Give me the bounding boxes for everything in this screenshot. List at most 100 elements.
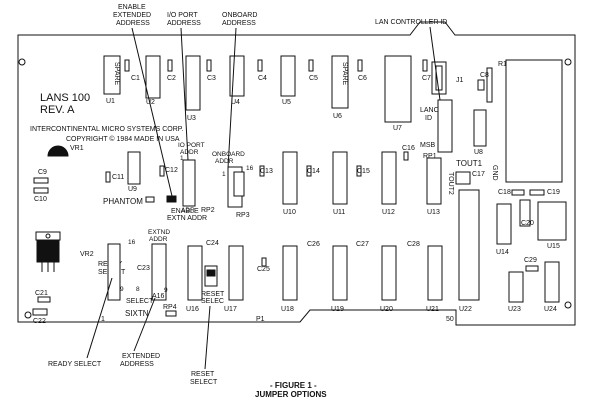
chip-u16 bbox=[187, 245, 203, 301]
board-title-line2: REV. A bbox=[40, 104, 75, 116]
chip-u21 bbox=[427, 245, 443, 301]
chip-u19 bbox=[332, 245, 348, 301]
extnd-label: EXTND bbox=[148, 229, 170, 236]
callout-extended-address: EXTENDED bbox=[122, 353, 160, 360]
callout-io-port-address: I/O PORT bbox=[167, 12, 198, 19]
cap-c7 bbox=[422, 59, 428, 72]
label-rp1: RP1 bbox=[423, 153, 437, 160]
leader-line bbox=[86, 277, 113, 359]
regulator-vr2-body bbox=[36, 239, 60, 263]
enable-label: ENABLE bbox=[171, 208, 199, 215]
rp4-pack bbox=[165, 310, 177, 317]
tout-jumper[interactable] bbox=[455, 171, 471, 185]
callout-enable-extended-address: EXTENDED bbox=[113, 12, 151, 19]
cap-c12 bbox=[159, 165, 165, 177]
mounting-hole bbox=[18, 58, 26, 66]
cap-c4 bbox=[257, 59, 263, 72]
label-u9: U9 bbox=[128, 186, 137, 193]
io-addr-label: ADDR bbox=[180, 149, 199, 156]
edge-pin-50: 50 bbox=[446, 316, 454, 323]
reset-label: RESET bbox=[201, 291, 225, 298]
chip-u17 bbox=[228, 245, 244, 301]
chip-u3 bbox=[185, 55, 201, 111]
lan-controller-id-switch[interactable] bbox=[437, 99, 453, 153]
chip-u14 bbox=[496, 203, 512, 245]
label-c5: C5 bbox=[309, 75, 318, 82]
cap-c16 bbox=[403, 151, 409, 161]
label-c14: C14 bbox=[307, 168, 320, 175]
a16-label: A16 bbox=[152, 293, 165, 300]
chip-u7 bbox=[384, 55, 412, 123]
label-u24: U24 bbox=[544, 306, 557, 313]
cap-c5 bbox=[308, 59, 314, 72]
cap-c13 bbox=[259, 165, 265, 177]
label-c24: C24 bbox=[206, 240, 219, 247]
chip-u18 bbox=[282, 245, 298, 301]
chip-u1 bbox=[103, 55, 121, 95]
figure-subtitle: JUMPER OPTIONS bbox=[255, 390, 327, 399]
cap-c18 bbox=[511, 189, 525, 196]
label-c1: C1 bbox=[131, 75, 140, 82]
cap-c10 bbox=[33, 187, 49, 194]
reset-select-jumper[interactable] bbox=[204, 265, 218, 287]
sixtn-label: SIXTN bbox=[125, 309, 149, 318]
cap-c19 bbox=[529, 189, 545, 196]
lanc-label: LANC bbox=[420, 107, 439, 114]
id-label: ID bbox=[425, 115, 432, 122]
label-c17: C17 bbox=[472, 171, 485, 178]
phantom-label: PHANTOM bbox=[103, 197, 143, 206]
label-c16: C16 bbox=[402, 145, 415, 152]
board-outline bbox=[17, 21, 576, 326]
label-c2: C2 bbox=[167, 75, 176, 82]
label-c18: C18 bbox=[498, 189, 511, 196]
leader-line bbox=[429, 26, 441, 101]
chip-u10 bbox=[282, 151, 298, 205]
label-u12: U12 bbox=[382, 209, 395, 216]
label-u22: U22 bbox=[459, 306, 472, 313]
callout-onboard-address: ONBOARD bbox=[222, 12, 257, 19]
addr-label: ADDR bbox=[149, 236, 168, 243]
callout-enable-extended-address: ADDRESS bbox=[116, 20, 150, 27]
regulator-vr2-tab bbox=[35, 231, 61, 241]
ready-select-jumper[interactable] bbox=[107, 243, 121, 301]
label-j1: J1 bbox=[456, 77, 464, 84]
board-title-line1: LANS 100 bbox=[40, 92, 90, 104]
label-u3: U3 bbox=[187, 115, 196, 122]
regulator-vr1 bbox=[47, 145, 69, 157]
callout-ready-select: READY SELECT bbox=[48, 361, 102, 368]
adr-label: ADR bbox=[181, 207, 195, 214]
cap-c6 bbox=[357, 59, 363, 72]
callout-extended-address: ADDRESS bbox=[120, 361, 154, 368]
pin-label: 1 bbox=[180, 155, 184, 162]
cap-c8 bbox=[477, 79, 485, 91]
enable-extended-address-jumper[interactable] bbox=[166, 195, 177, 203]
cap-c1 bbox=[124, 59, 130, 72]
label-u5: U5 bbox=[282, 99, 291, 106]
label-u18: U18 bbox=[281, 306, 294, 313]
cap-c15 bbox=[356, 165, 362, 177]
extended-address-switch[interactable] bbox=[151, 243, 167, 301]
label-c26: C26 bbox=[307, 241, 320, 248]
leader-line bbox=[133, 297, 156, 352]
label-c21: C21 bbox=[35, 290, 48, 297]
label-u10: U10 bbox=[283, 209, 296, 216]
resistor-r1 bbox=[486, 67, 493, 103]
chip-u11 bbox=[332, 151, 348, 205]
chip-u13 bbox=[426, 157, 442, 205]
label-u1: U1 bbox=[106, 98, 115, 105]
leader-line bbox=[204, 305, 211, 370]
label-u15: U15 bbox=[547, 243, 560, 250]
pin-label: 1 bbox=[222, 171, 226, 178]
label-u4: U4 bbox=[231, 99, 240, 106]
label-rp2: RP2 bbox=[201, 207, 215, 214]
io-port-address-switch[interactable] bbox=[182, 159, 196, 207]
phantom-jumper[interactable] bbox=[145, 196, 155, 203]
board-copyright: COPYRIGHT © 1984 MADE IN USA bbox=[66, 135, 180, 143]
chip-u23 bbox=[508, 271, 524, 303]
figure-title: - FIGURE 1 - bbox=[270, 381, 317, 390]
cap-c25 bbox=[261, 257, 267, 267]
label-c19: C19 bbox=[547, 189, 560, 196]
cap-c3 bbox=[206, 59, 212, 72]
pin-label: 16 bbox=[246, 165, 254, 172]
